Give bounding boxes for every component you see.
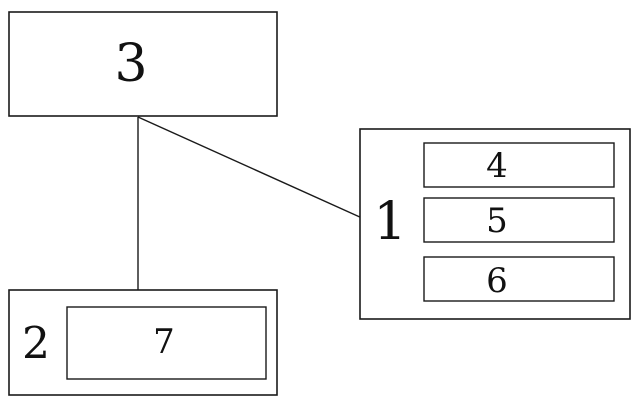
node-3: 3 <box>8 11 278 117</box>
node-1-item-label-5: 5 <box>486 201 508 241</box>
node-2-item-box-7 <box>66 306 267 380</box>
node-1-item-box-4 <box>423 142 615 188</box>
node-1: 1 4 5 6 <box>359 128 631 320</box>
node-3-box <box>8 11 278 117</box>
node-1-item-box-6 <box>423 256 615 302</box>
node-1-item-label-4: 4 <box>486 146 508 186</box>
node-1-label: 1 <box>373 192 406 252</box>
node-1-item-label-6: 6 <box>486 261 508 301</box>
node-1-item-box-5 <box>423 197 615 243</box>
node-2: 2 7 <box>8 289 278 396</box>
connector-3-to-1 <box>137 116 363 219</box>
node-3-label: 3 <box>114 34 147 94</box>
node-2-label: 2 <box>22 319 50 370</box>
node-2-item-label-7: 7 <box>153 322 175 362</box>
